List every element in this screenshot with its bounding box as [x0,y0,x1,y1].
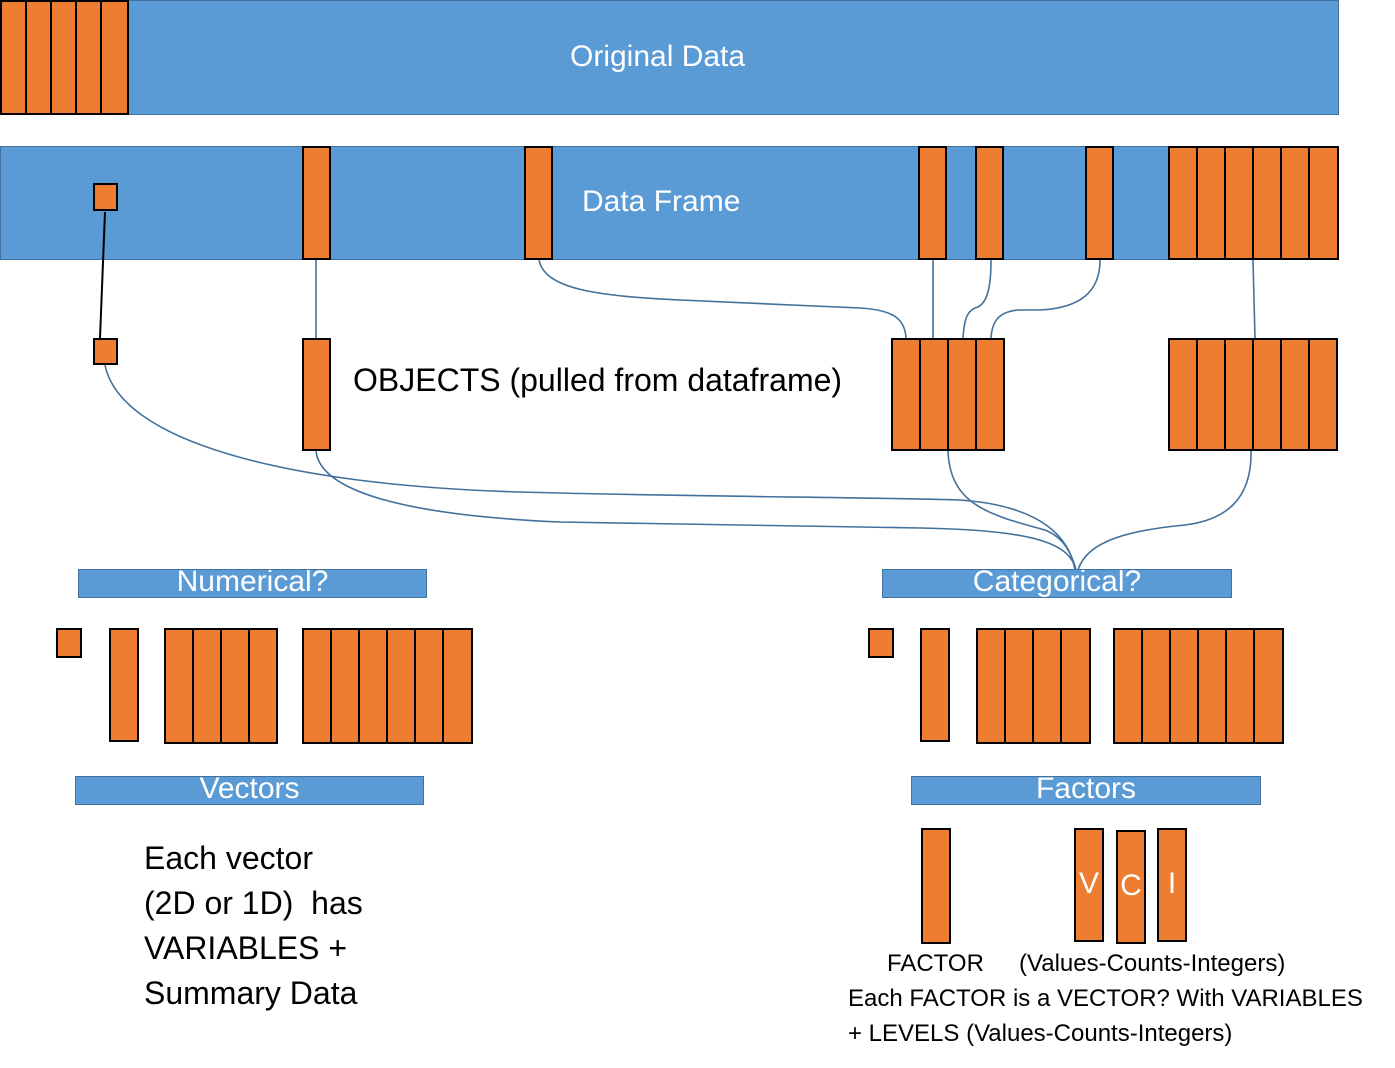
object-column [1280,338,1310,451]
vector-description-line: VARIABLES + [144,930,348,966]
categorical-cell [868,628,894,658]
object-column [975,338,1005,451]
factor-level-integers [1157,828,1187,942]
categorical-column [1113,628,1143,744]
categorical-column [1141,628,1171,744]
numerical-column [386,628,416,744]
numerical-column [302,628,332,744]
object-column [1252,338,1282,451]
factor-column [921,828,951,944]
categorical-column [920,628,950,742]
data-frame-label: Data Frame [582,185,741,218]
numerical-column [330,628,360,744]
numerical-column [414,628,444,744]
factor-letter-i: I [1167,867,1177,900]
data-frame-cell [93,183,118,211]
vector-description-line: Each vector [144,840,313,876]
categorical-header: Categorical? [882,569,1232,598]
data-frame-column [1280,146,1310,260]
categorical-column [1060,628,1091,744]
categorical-column [1004,628,1034,744]
categorical-column [1197,628,1227,744]
object-column [1224,338,1254,451]
data-frame-column [1168,146,1198,260]
object-cell [93,338,118,365]
categorical-column [1032,628,1062,744]
factors-header: Factors [911,776,1261,805]
categorical-column [1225,628,1255,744]
numerical-column [109,628,139,742]
numerical-cell [56,628,82,658]
numerical-column [192,628,222,744]
original-data-cell [0,0,27,115]
data-frame-column [1308,146,1339,260]
object-column [1196,338,1226,451]
levels-label: (Values-Counts-Integers) [1019,950,1286,977]
numerical-column [164,628,194,744]
categorical-column [1253,628,1284,744]
numerical-header: Numerical? [78,569,427,598]
numerical-column [248,628,278,744]
object-column [1168,338,1198,451]
data-frame-column [1252,146,1282,260]
factor-description-line: + LEVELS (Values-Counts-Integers) [848,1020,1233,1047]
object-column [947,338,977,451]
factor-description-line: Each FACTOR is a VECTOR? With VARIABLES [848,985,1363,1012]
factor-letter-c: C [1120,869,1142,902]
data-frame-column [1085,146,1114,260]
data-frame-bar [0,146,1339,260]
data-frame-column [524,146,553,260]
factor-label: FACTOR [887,950,984,977]
original-data-bar [0,0,1339,115]
numerical-column [220,628,250,744]
object-column [891,338,921,451]
original-data-label: Original Data [570,40,746,73]
factor-letter-v: V [1078,867,1099,900]
numerical-column [358,628,388,744]
objects-label: OBJECTS (pulled from dataframe) [353,362,843,398]
numerical-column [442,628,473,744]
object-column [1308,338,1338,451]
object-column [302,338,331,451]
vectors-header: Vectors [75,776,424,805]
data-frame-column [1196,146,1226,260]
data-frame-column [918,146,947,260]
factor-level-values [1074,828,1104,942]
factor-level-counts [1116,830,1146,944]
data-frame-column [975,146,1004,260]
object-column [919,338,949,451]
original-data-cell [100,0,129,115]
vector-description-line: Summary Data [144,975,358,1011]
data-frame-column [302,146,331,260]
original-data-cell [25,0,52,115]
vector-description-line: (2D or 1D) has [144,885,363,921]
categorical-column [976,628,1006,744]
categorical-column [1169,628,1199,744]
